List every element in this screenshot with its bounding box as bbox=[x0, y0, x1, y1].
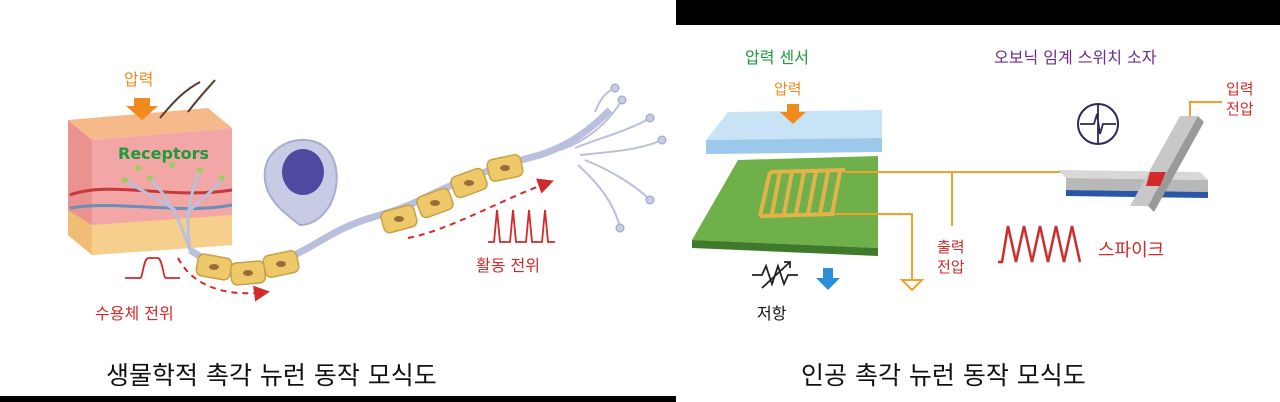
resistance-label: 저항 bbox=[757, 304, 787, 323]
action-potential-waveform bbox=[488, 209, 555, 243]
variable-resistor-icon bbox=[752, 261, 798, 289]
bottom-black-line bbox=[0, 396, 676, 402]
action-potential-label: 활동 전위 bbox=[476, 256, 540, 275]
wire-ground bbox=[834, 213, 913, 280]
interdigitated-electrode bbox=[758, 168, 846, 218]
receptor-dots bbox=[122, 162, 225, 183]
hair-1 bbox=[159, 81, 201, 119]
right-caption: 인공 촉각 뉴런 동작 모식도 bbox=[801, 361, 1086, 390]
skin-block bbox=[68, 108, 233, 255]
spike-waveform bbox=[998, 225, 1082, 264]
pressure-label-right: 압력 bbox=[774, 80, 802, 98]
myelin-nuclei bbox=[209, 165, 510, 276]
input-voltage-label-line1: 입력 bbox=[1226, 80, 1254, 98]
receptor-potential-label: 수용체 전위 bbox=[95, 304, 174, 323]
pressure-sensor-label: 압력 센서 bbox=[745, 48, 809, 67]
ots-device-label: 오보닉 임계 스위치 소자 bbox=[994, 48, 1157, 67]
resistance-decrease-arrow-icon bbox=[816, 268, 840, 290]
output-voltage-label-line2: 전압 bbox=[937, 258, 965, 276]
axon bbox=[188, 107, 613, 274]
spike-label: 스파이크 bbox=[1098, 240, 1165, 261]
dendrites bbox=[559, 87, 663, 229]
hair-2 bbox=[187, 79, 216, 113]
neuron-nucleus bbox=[282, 149, 324, 195]
receptor-fibers bbox=[124, 169, 224, 251]
sensor-pressure-arrow-icon bbox=[780, 104, 806, 124]
ground-symbol-icon bbox=[899, 279, 925, 292]
ots-device bbox=[1058, 116, 1208, 212]
input-wire bbox=[1189, 101, 1222, 116]
pressure-arrow-icon bbox=[126, 98, 158, 120]
dendrite-tips bbox=[610, 83, 667, 233]
left-caption: 생물학적 촉각 뉴런 동작 모식도 bbox=[106, 361, 437, 390]
top-left-white-area bbox=[0, 0, 676, 25]
pressure-sensor-top-film bbox=[706, 110, 882, 154]
receptors-label: Receptors bbox=[118, 144, 210, 163]
receptor-potential-waveform bbox=[125, 257, 180, 279]
input-voltage-label-line2: 전압 bbox=[1226, 100, 1254, 118]
output-voltage-label-line1: 출력 bbox=[937, 238, 965, 256]
signal-arrow-2 bbox=[407, 178, 554, 239]
pressure-label-left: 압력 bbox=[124, 70, 154, 89]
ots-symbol-lines bbox=[1080, 104, 1116, 144]
